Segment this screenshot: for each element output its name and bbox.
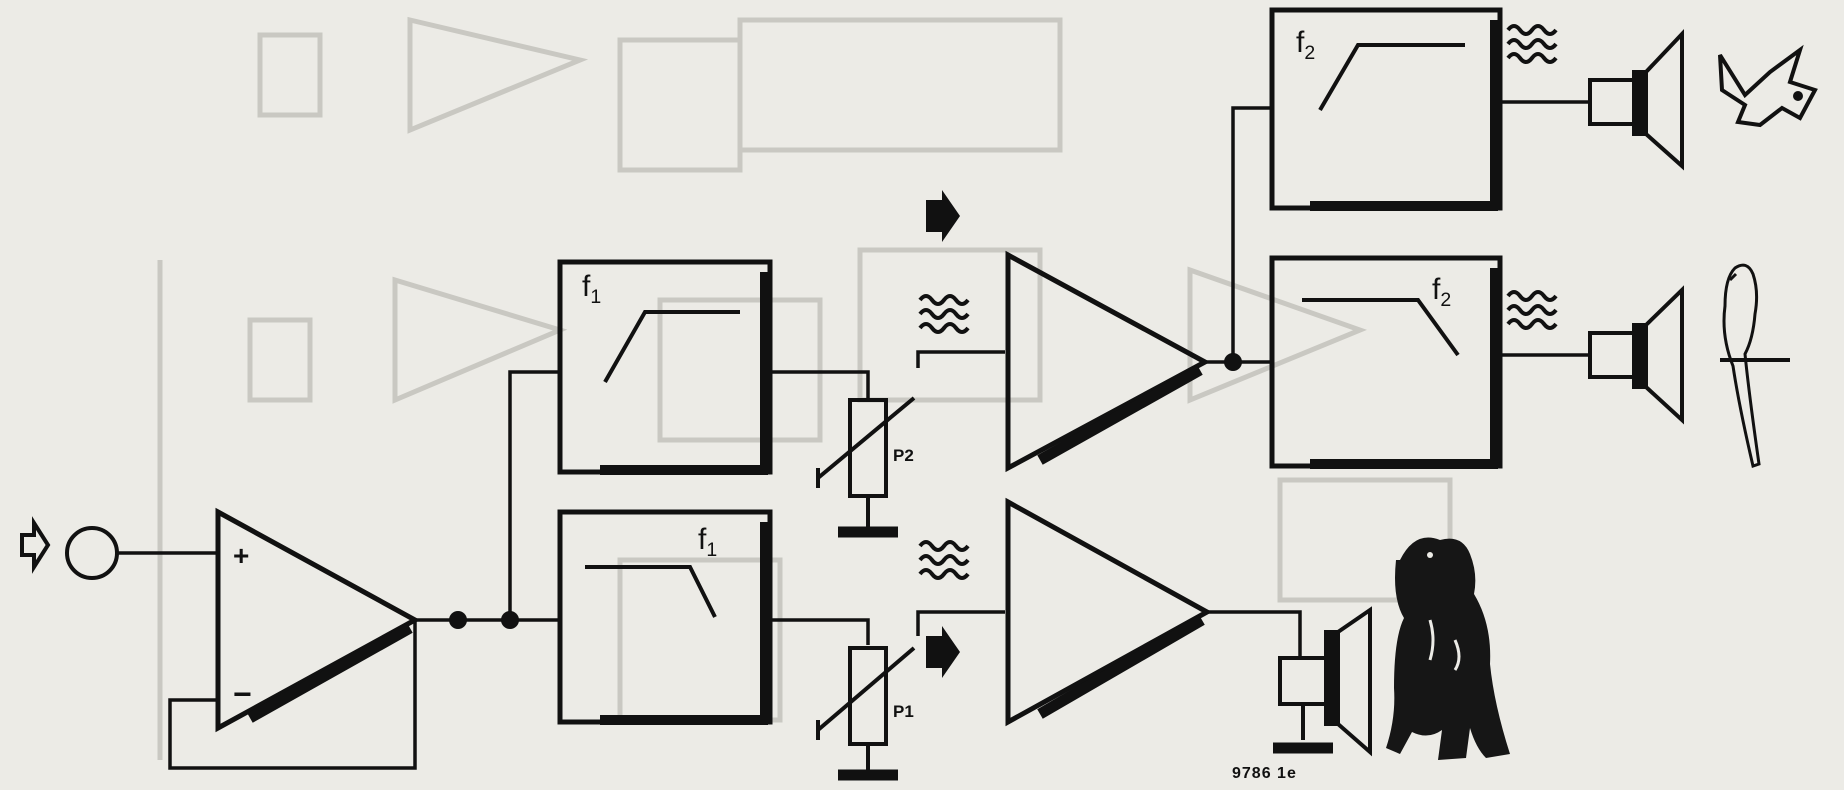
speaker-icon — [1273, 606, 1372, 757]
input-jack — [65, 526, 119, 580]
potentiometer-p2 — [816, 396, 916, 538]
filter-box-f1-upper — [557, 259, 773, 475]
signal-arrow-icon — [926, 190, 960, 242]
input-amplifier — [215, 507, 421, 733]
signal-arrow-icon — [926, 626, 960, 678]
label-f1-lower: f1 — [698, 523, 718, 561]
highpass-curve-icon — [1318, 43, 1465, 112]
filter-box-f1-lower — [557, 509, 773, 725]
non-inverting-input-symbol: + — [233, 540, 249, 571]
highpass-curve-icon — [603, 310, 740, 383]
label-p2: P2 — [893, 446, 914, 465]
inverting-input-symbol: − — [233, 676, 252, 712]
filter-box-f2-upper — [1269, 7, 1503, 211]
sound-waves-icon — [918, 294, 970, 334]
label-f2-upper: f2 — [1296, 26, 1316, 64]
junction-dots — [449, 353, 1242, 629]
power-amplifier-upper — [1005, 250, 1211, 473]
input-connector — [20, 516, 119, 580]
bird-icon — [1718, 44, 1818, 128]
figure-number: 9786 1e — [1232, 765, 1297, 782]
label-p1: P1 — [893, 702, 914, 721]
label-f2-lower: f2 — [1432, 273, 1452, 311]
parrot-icon — [1720, 263, 1790, 468]
background-ghost-print — [157, 16, 1453, 760]
speaker-icon — [1588, 285, 1684, 425]
filter-box-f2-lower — [1269, 255, 1503, 469]
lowpass-curve-icon — [1302, 298, 1460, 357]
speaker-icon — [1588, 28, 1684, 171]
sound-waves-icon — [1506, 24, 1558, 64]
lowpass-curve-icon — [585, 565, 717, 618]
dog-icon — [1386, 537, 1510, 760]
power-amplifier-lower — [1005, 497, 1213, 727]
input-arrow-icon — [20, 516, 51, 574]
label-f1-upper: f1 — [582, 270, 602, 308]
potentiometer-p1 — [816, 646, 916, 781]
sound-waves-icon — [918, 540, 970, 580]
sound-waves-icon — [1506, 290, 1558, 330]
